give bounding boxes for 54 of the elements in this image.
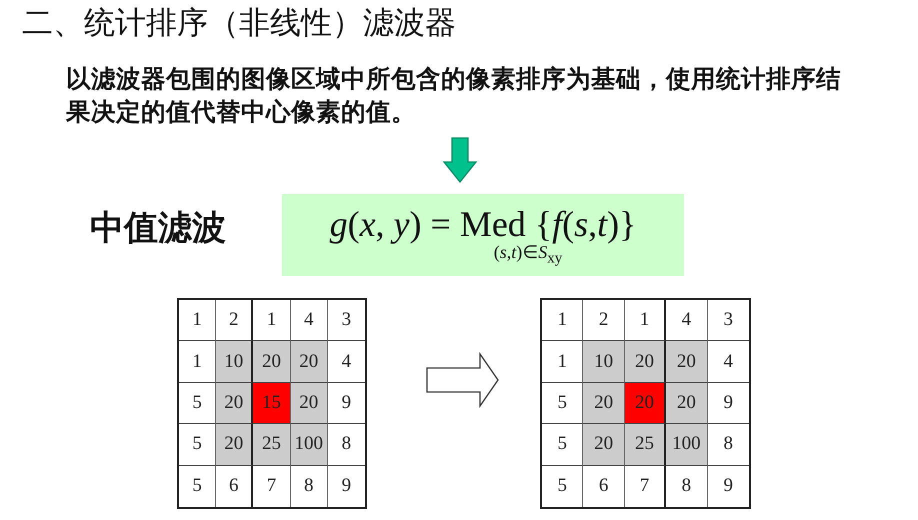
formula-box [282,194,684,276]
table-cell: 4 [708,341,749,383]
table-cell: 2 [216,300,254,342]
block-arrow [426,352,499,408]
table-cell: 8 [290,466,328,507]
table-cell: 15 [253,382,291,424]
table-cell: 5 [542,466,584,507]
block-arrow [442,137,478,184]
table-cell: 5 [542,424,584,466]
table-cell: 5 [179,424,216,466]
table-cell: 20 [290,382,328,424]
table-cell: 20 [624,382,666,424]
table-cell: 1 [253,300,291,342]
table-cell: 7 [624,466,666,507]
table-cell: 7 [253,466,291,507]
table-cell: 1 [542,341,584,383]
table-cell: 10 [583,341,625,383]
table-cell: 25 [624,424,666,466]
table-cell: 20 [253,341,291,383]
table-cell: 25 [253,424,291,466]
title: 二、统计排序（非线性）滤波器 [22,4,456,43]
table-cell: 100 [666,424,708,466]
table-cell: 10 [216,341,254,383]
table-cell: 6 [216,466,254,507]
description-text: 以滤波器包围的图像区域中所包含的像素排序为基础，使用统计排序结果决定的值代替中心像素的值。 [66,62,856,128]
table-cell: 4 [290,300,328,342]
table-cell: 1 [624,300,666,342]
table-cell: 1 [542,300,584,342]
table-cell: 9 [708,466,749,507]
table-cell: 6 [583,466,625,507]
table-cell: 3 [708,300,749,342]
table-cell: 20 [290,341,328,383]
table-cell: 1 [179,341,216,383]
table-cell: 9 [708,382,749,424]
median-formula: g(x, y) = Med {f(s,t)} [330,202,636,245]
method-label: 中值滤波 [90,207,226,250]
table-cell: 4 [666,300,708,342]
table-cell: 20 [583,382,625,424]
table-cell: 5 [179,466,216,507]
table-cell: 5 [179,382,216,424]
pixel-grid [177,298,367,509]
table-cell: 20 [666,341,708,383]
table-cell: 8 [666,466,708,507]
table-cell: 20 [624,341,666,383]
table-cell: 20 [666,382,708,424]
table-cell: 2 [583,300,625,342]
table-cell: 8 [708,424,749,466]
table-cell: 5 [542,382,584,424]
table-cell: 20 [583,424,625,466]
table-cell: 20 [216,382,254,424]
table-cell: 20 [216,424,254,466]
table-cell: 1 [179,300,216,342]
pixel-grid [540,298,751,509]
table-cell: 100 [290,424,328,466]
